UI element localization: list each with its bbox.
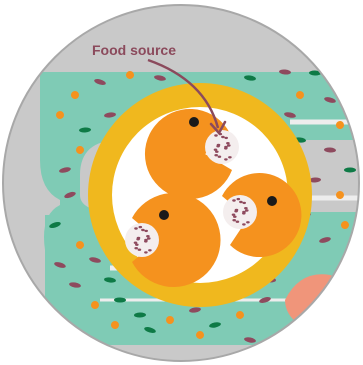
food-dot (144, 251, 148, 253)
cell-bottom-left-eye (159, 210, 169, 220)
food-dot (228, 156, 232, 158)
food-dot (227, 144, 231, 146)
food-dot (245, 209, 249, 211)
food-dot (224, 158, 228, 160)
food-dot (244, 207, 248, 209)
food-dot (236, 221, 240, 223)
food-source-label: Food source (92, 42, 176, 58)
food-dot (232, 199, 236, 201)
food-dot (134, 227, 138, 229)
food-dot (224, 137, 228, 139)
food-dot (214, 134, 218, 136)
food-dot (246, 221, 250, 223)
food-dot (242, 202, 246, 204)
food-dot (214, 154, 218, 156)
food-dot (224, 147, 228, 149)
food-particle-top (205, 130, 239, 164)
cell-top-eye (189, 117, 199, 127)
food-dot (138, 249, 142, 251)
food-dot (237, 198, 241, 200)
food-dot (148, 249, 152, 251)
food-dot (235, 209, 239, 211)
food-dot (144, 230, 148, 232)
food-particle-right (223, 195, 257, 229)
food-dot (242, 223, 246, 225)
cell-right-eye (267, 196, 277, 206)
food-dot (146, 235, 150, 237)
food-dot (214, 149, 218, 151)
food-dot (221, 136, 225, 138)
food-dot (226, 142, 230, 144)
food-dot (147, 237, 151, 239)
food-dot (137, 237, 141, 239)
salmon-blob (285, 274, 363, 350)
food-dot (139, 226, 143, 228)
food-particle-bottom-left (125, 223, 159, 257)
food-dot (232, 219, 236, 221)
food-dot (239, 201, 243, 203)
food-dot (134, 247, 138, 249)
food-dot (242, 212, 246, 214)
food-dot (134, 242, 138, 244)
particle (344, 168, 356, 173)
food-dot (218, 156, 222, 158)
food-dot (141, 229, 145, 231)
food-dot (144, 240, 148, 242)
food-dot (217, 144, 221, 146)
food-dot (232, 214, 236, 216)
